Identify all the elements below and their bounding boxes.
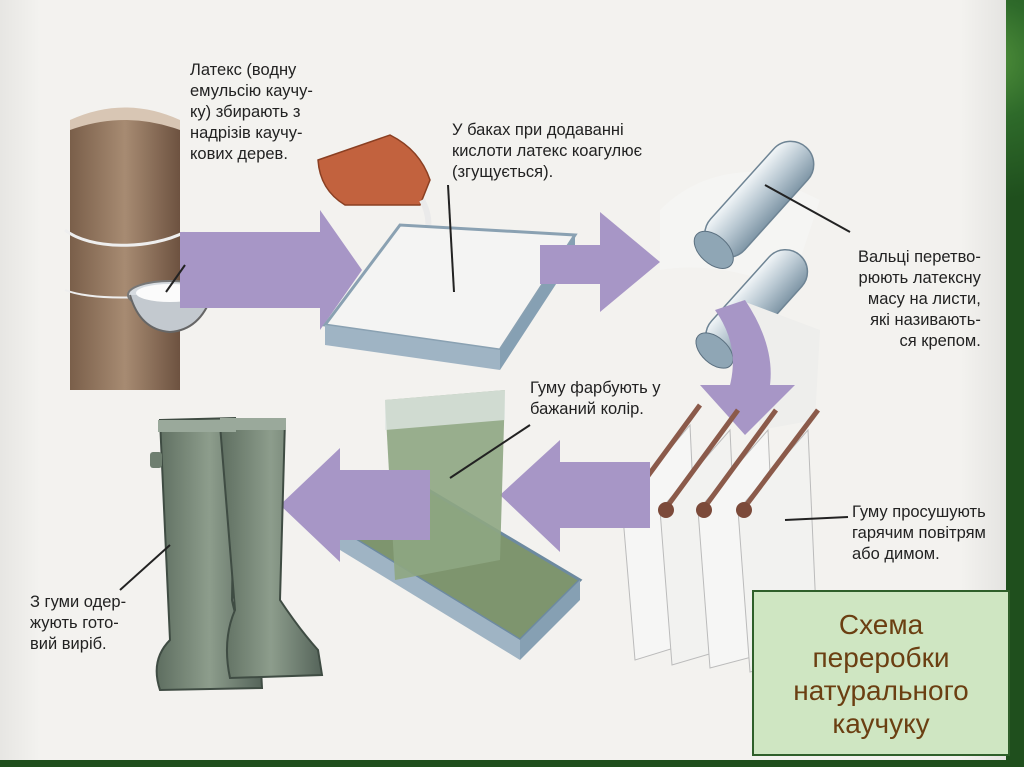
caption-box: Схема переробки натурального каучуку [752,590,1010,756]
label-dye: Гуму фарбують у бажаний колір. [530,378,661,420]
label-product: З гуми одер- жують гото- вий виріб. [30,592,126,655]
boots-icon [150,418,322,690]
label-latex-collect: Латекс (водну емульсію каучу- ку) збираю… [190,60,313,165]
label-dry: Гуму просушують гарячим повітрям або дим… [852,502,986,565]
tree-trunk-icon [65,108,185,391]
label-rollers: Вальці перетво- рюють латексну масу на л… [858,247,981,352]
label-acid-coagulate: У баках при додаванні кислоти латекс коа… [452,120,642,183]
arrow-tray-to-rollers [540,212,660,312]
caption-title: Схема переробки натурального каучуку [754,608,1008,740]
tray-icon [325,225,575,370]
